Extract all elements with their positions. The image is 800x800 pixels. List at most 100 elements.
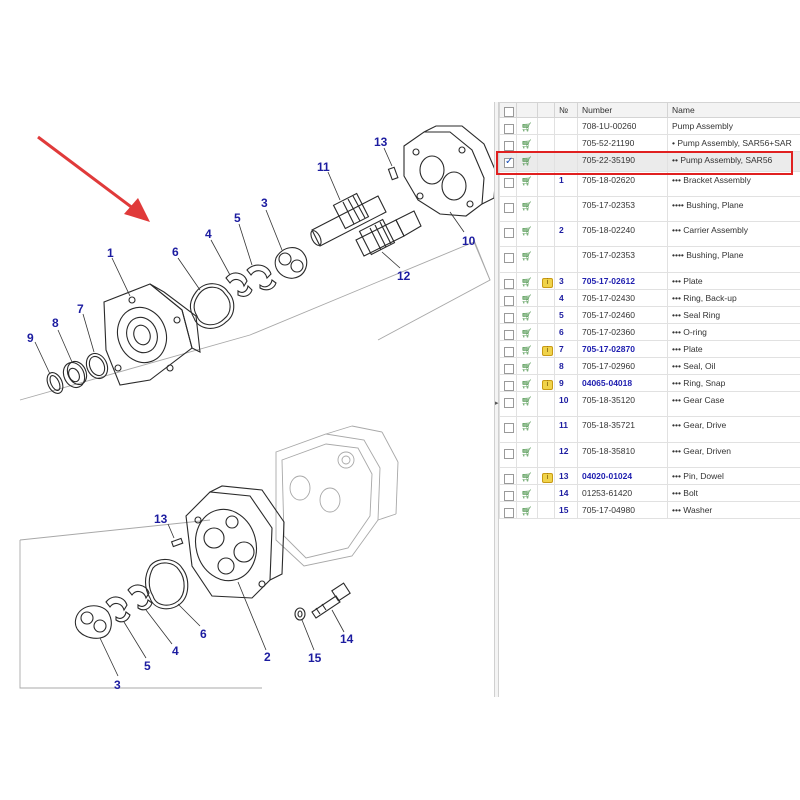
callout-bottom-14[interactable]: 14 — [340, 632, 354, 646]
row-part-number-link[interactable]: 04065-04018 — [577, 374, 668, 392]
row-checkbox-cell[interactable] — [499, 171, 517, 197]
part-4-back-up-ring[interactable] — [225, 272, 253, 297]
row-checkbox[interactable] — [504, 364, 514, 374]
part-2-carrier[interactable] — [185, 485, 285, 599]
row-checkbox-cell[interactable] — [499, 340, 517, 358]
row-checkbox-cell[interactable] — [499, 442, 517, 468]
part-10-gear-case[interactable] — [403, 125, 494, 217]
cart-icon[interactable]: 🛒︎ — [521, 176, 533, 186]
callout-top-6[interactable]: 6 — [172, 245, 179, 259]
part-11-drive-gear[interactable] — [309, 192, 387, 247]
table-row[interactable]: 🛒︎705-22-35190•• Pump Assembly, SAR56 — [499, 151, 800, 172]
part-15-washer[interactable] — [294, 607, 306, 621]
row-cart-cell[interactable]: 🛒︎ — [516, 357, 538, 375]
row-checkbox-cell[interactable] — [499, 306, 517, 324]
cart-icon[interactable]: 🛒︎ — [521, 156, 533, 166]
part-6-o-ring[interactable] — [189, 283, 235, 329]
callout-bottom-15[interactable]: 15 — [308, 651, 322, 665]
pane-splitter[interactable]: ▸ — [494, 102, 499, 697]
chevron-right-icon[interactable]: ▸ — [495, 399, 499, 407]
callout-top-11[interactable]: 11 — [317, 160, 330, 174]
row-cart-cell[interactable]: 🛒︎ — [516, 272, 538, 290]
part-13-dowel-pin[interactable] — [387, 166, 399, 181]
cart-icon[interactable]: 🛒︎ — [521, 277, 533, 287]
callout-top-13[interactable]: 13 — [374, 135, 388, 149]
info-icon[interactable]: i — [542, 380, 553, 390]
row-cart-cell[interactable]: 🛒︎ — [516, 442, 538, 468]
callout-top-12[interactable]: 12 — [397, 269, 411, 283]
callout-bottom-13[interactable]: 13 — [154, 512, 168, 526]
row-cart-cell[interactable]: 🛒︎ — [516, 246, 538, 273]
row-checkbox-cell[interactable] — [499, 196, 517, 222]
row-checkbox[interactable] — [504, 381, 514, 391]
row-cart-cell[interactable]: 🛒︎ — [516, 467, 538, 485]
part-14-bolt[interactable] — [311, 582, 351, 619]
info-icon[interactable]: i — [542, 346, 553, 356]
cart-icon[interactable]: 🛒︎ — [521, 362, 533, 372]
row-checkbox[interactable] — [504, 474, 514, 484]
cart-icon[interactable]: 🛒︎ — [521, 294, 533, 304]
row-cart-cell[interactable]: 🛒︎ — [516, 196, 538, 222]
cart-icon[interactable]: 🛒︎ — [521, 421, 533, 431]
table-row[interactable]: 🛒︎705-17-02353•••• Bushing, Plane — [499, 246, 800, 273]
row-info-cell[interactable]: i — [537, 467, 555, 485]
callout-top-7[interactable]: 7 — [77, 302, 84, 316]
row-checkbox[interactable] — [504, 156, 514, 168]
row-checkbox[interactable] — [504, 423, 514, 433]
part-3-plate[interactable] — [274, 247, 308, 279]
cart-icon[interactable]: 🛒︎ — [521, 447, 533, 457]
row-checkbox[interactable] — [504, 508, 514, 518]
table-row[interactable]: 🛒︎705-52-21190• Pump Assembly, SAR56+SAR — [499, 134, 800, 152]
row-part-number-link[interactable]: 705-17-02612 — [577, 272, 668, 290]
table-row[interactable]: 🛒︎705-17-02353•••• Bushing, Plane — [499, 196, 800, 222]
row-part-number-link[interactable]: 04020-01024 — [577, 467, 668, 485]
cart-icon[interactable]: 🛒︎ — [521, 472, 533, 482]
part-5-seal-ring-bottom[interactable] — [105, 596, 131, 623]
row-checkbox-cell[interactable] — [499, 289, 517, 307]
callout-top-10[interactable]: 10 — [462, 234, 476, 248]
callout-top-9[interactable]: 9 — [27, 331, 34, 345]
row-checkbox[interactable] — [504, 491, 514, 501]
callout-bottom-4[interactable]: 4 — [172, 644, 179, 658]
cart-icon[interactable]: 🛒︎ — [521, 379, 533, 389]
cart-icon[interactable]: 🛒︎ — [521, 226, 533, 236]
row-checkbox-cell[interactable] — [499, 134, 517, 152]
part-1-bracket[interactable] — [103, 283, 201, 386]
cart-icon[interactable]: 🛒︎ — [521, 139, 533, 149]
row-cart-cell[interactable]: 🛒︎ — [516, 416, 538, 443]
row-cart-cell[interactable]: 🛒︎ — [516, 340, 538, 358]
cart-icon[interactable]: 🛒︎ — [521, 345, 533, 355]
cart-icon[interactable]: 🛒︎ — [521, 328, 533, 338]
row-cart-cell[interactable]: 🛒︎ — [516, 151, 538, 172]
part-4-back-up-ring-bottom[interactable] — [127, 584, 153, 611]
row-cart-cell[interactable]: 🛒︎ — [516, 501, 538, 519]
callout-bottom-3[interactable]: 3 — [114, 678, 121, 692]
row-checkbox-cell[interactable] — [499, 357, 517, 375]
callout-bottom-5[interactable]: 5 — [144, 659, 151, 673]
part-13-dowel-pin-bottom[interactable] — [170, 537, 184, 548]
row-info-cell[interactable]: i — [537, 272, 555, 290]
cart-icon[interactable]: 🛒︎ — [521, 489, 533, 499]
row-cart-cell[interactable]: 🛒︎ — [516, 221, 538, 247]
row-checkbox-cell[interactable] — [499, 467, 517, 485]
row-info-cell[interactable]: i — [537, 374, 555, 392]
row-checkbox-cell[interactable] — [499, 391, 517, 417]
row-info-cell[interactable]: i — [537, 340, 555, 358]
row-checkbox-cell[interactable] — [499, 374, 517, 392]
row-cart-cell[interactable]: 🛒︎ — [516, 374, 538, 392]
row-checkbox-cell[interactable] — [499, 272, 517, 290]
row-checkbox[interactable] — [504, 124, 514, 134]
row-cart-cell[interactable]: 🛒︎ — [516, 484, 538, 502]
select-all-checkbox[interactable] — [504, 106, 514, 117]
row-checkbox[interactable] — [504, 253, 514, 263]
row-checkbox-cell[interactable] — [499, 221, 517, 247]
